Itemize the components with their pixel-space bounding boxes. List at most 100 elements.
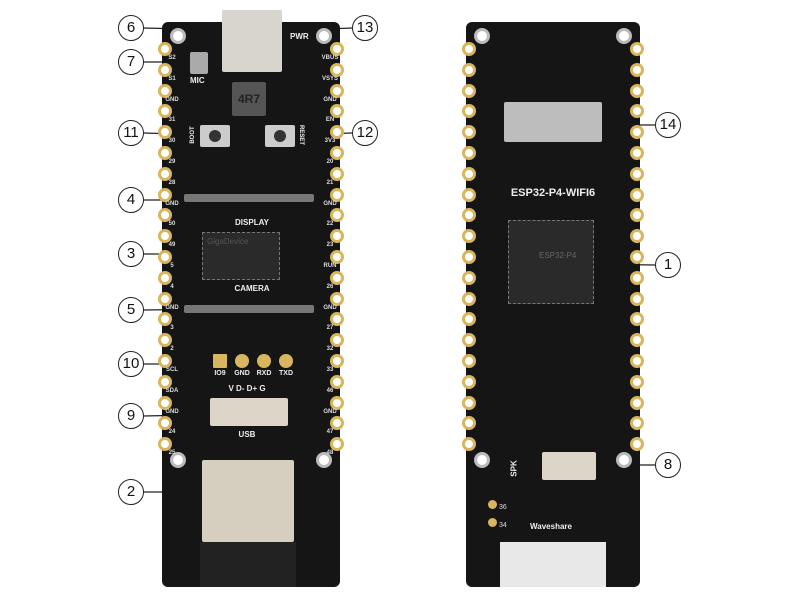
pin-pad xyxy=(158,250,172,264)
usb-header-connector[interactable] xyxy=(210,398,288,426)
pin-label: 21 xyxy=(326,179,334,186)
pin-pad xyxy=(630,416,644,431)
pin-pad xyxy=(158,83,172,98)
pin-pad xyxy=(330,354,344,368)
pin-pad xyxy=(330,374,344,389)
uart-pin-label: TXD xyxy=(279,370,293,377)
pin-pad xyxy=(158,146,172,160)
spk-label: SPK xyxy=(509,460,519,477)
psram-brand: GigaDevice xyxy=(207,237,249,246)
pin-pad xyxy=(158,125,172,140)
pin-pad xyxy=(158,229,172,244)
mount-hole xyxy=(474,28,490,44)
pin-pad xyxy=(630,42,644,56)
pin-pad xyxy=(158,354,172,368)
mount-hole xyxy=(616,28,632,44)
reset-label: RESET xyxy=(298,124,304,145)
right-board-back: ESP32-P4-WIFI6 ESP32-P4 SPK 36 34 Wavesh… xyxy=(462,22,644,587)
pin-label: 47 xyxy=(326,429,334,436)
pin-pad xyxy=(158,291,172,306)
uart-pin: TXD xyxy=(276,354,296,377)
reset-button[interactable] xyxy=(265,125,295,147)
uart-pin-label: GND xyxy=(234,370,250,377)
pwr-label: PWR xyxy=(290,32,309,41)
pin-pad xyxy=(462,291,476,306)
pin-pad xyxy=(462,62,476,77)
camera-connector xyxy=(184,305,314,313)
pin-label: 30 xyxy=(168,138,176,145)
display-label: DISPLAY xyxy=(235,218,269,227)
microphone xyxy=(190,52,208,74)
pin-pad xyxy=(462,187,476,202)
pin-pad xyxy=(462,166,476,181)
pin-label: 3 xyxy=(170,325,174,332)
pin-label: GND xyxy=(323,200,337,207)
pin-pad xyxy=(630,395,644,410)
pin-label: 5 xyxy=(170,263,174,269)
pin-pad xyxy=(158,333,172,348)
pin-pad xyxy=(330,291,344,306)
pin-pad xyxy=(158,187,172,202)
pin-pad xyxy=(630,229,644,244)
mount-hole xyxy=(616,452,632,468)
pin-label: SDA xyxy=(165,387,179,394)
antenna-area xyxy=(200,542,296,587)
pin-pad xyxy=(330,229,344,244)
test-pad-34: 34 xyxy=(488,518,507,529)
pin-pad xyxy=(462,104,476,119)
pin-label: S2 xyxy=(168,55,176,61)
pin-label: GND xyxy=(323,96,337,103)
callout-11: 11 xyxy=(118,120,144,146)
pin-pad xyxy=(330,62,344,77)
mount-hole xyxy=(170,28,186,44)
pin-label: 3V3 xyxy=(324,138,336,145)
esp32-p4-chip: ESP32-P4 xyxy=(508,220,594,304)
pin-pad xyxy=(630,146,644,160)
pin-label: 25 xyxy=(168,450,176,457)
usb-pins-label: V D- D+ G xyxy=(228,384,266,393)
boot-button[interactable] xyxy=(200,125,230,147)
pin-pad xyxy=(158,62,172,77)
pin-pad xyxy=(462,229,476,244)
pin-pad xyxy=(630,374,644,389)
pin-pad xyxy=(158,208,172,223)
pin-label: S1 xyxy=(168,75,176,82)
pin-pad xyxy=(630,187,644,202)
pin-pad xyxy=(630,437,644,452)
pin-label: 31 xyxy=(168,117,176,124)
chip-text: ESP32-P4 xyxy=(539,251,577,260)
pin-pad xyxy=(462,208,476,223)
pin-label: VSYS xyxy=(321,75,338,82)
callout-12: 12 xyxy=(352,120,378,146)
test-pad-36: 36 xyxy=(488,500,507,511)
pin-pad xyxy=(330,250,344,264)
speaker-connector[interactable] xyxy=(542,452,596,480)
pin-pad xyxy=(330,437,344,452)
pin-pad xyxy=(462,395,476,410)
callout-1: 1 xyxy=(655,252,681,278)
pin-label: 49 xyxy=(168,242,176,249)
callout-3: 3 xyxy=(118,241,144,267)
board-title: ESP32-P4-WIFI6 xyxy=(510,187,596,199)
callout-5: 5 xyxy=(118,297,144,323)
callout-2: 2 xyxy=(118,479,144,505)
sd-card-slot[interactable] xyxy=(504,102,602,142)
callout-6: 6 xyxy=(118,15,144,41)
pin-label: 23 xyxy=(326,242,334,249)
pin-pad xyxy=(330,104,344,119)
pin-pad xyxy=(462,146,476,160)
pin-pad xyxy=(462,312,476,327)
callout-4: 4 xyxy=(118,187,144,213)
uart-pin: IO9 xyxy=(210,354,230,377)
pin-label: 50 xyxy=(168,221,176,228)
pin-pad xyxy=(330,333,344,348)
pin-pad xyxy=(158,166,172,181)
callout-7: 7 xyxy=(118,49,144,75)
pin-pad xyxy=(630,208,644,223)
pin-pad xyxy=(330,208,344,223)
pin-label: 26 xyxy=(326,283,334,290)
pin-pad xyxy=(158,312,172,327)
callout-9: 9 xyxy=(118,403,144,429)
